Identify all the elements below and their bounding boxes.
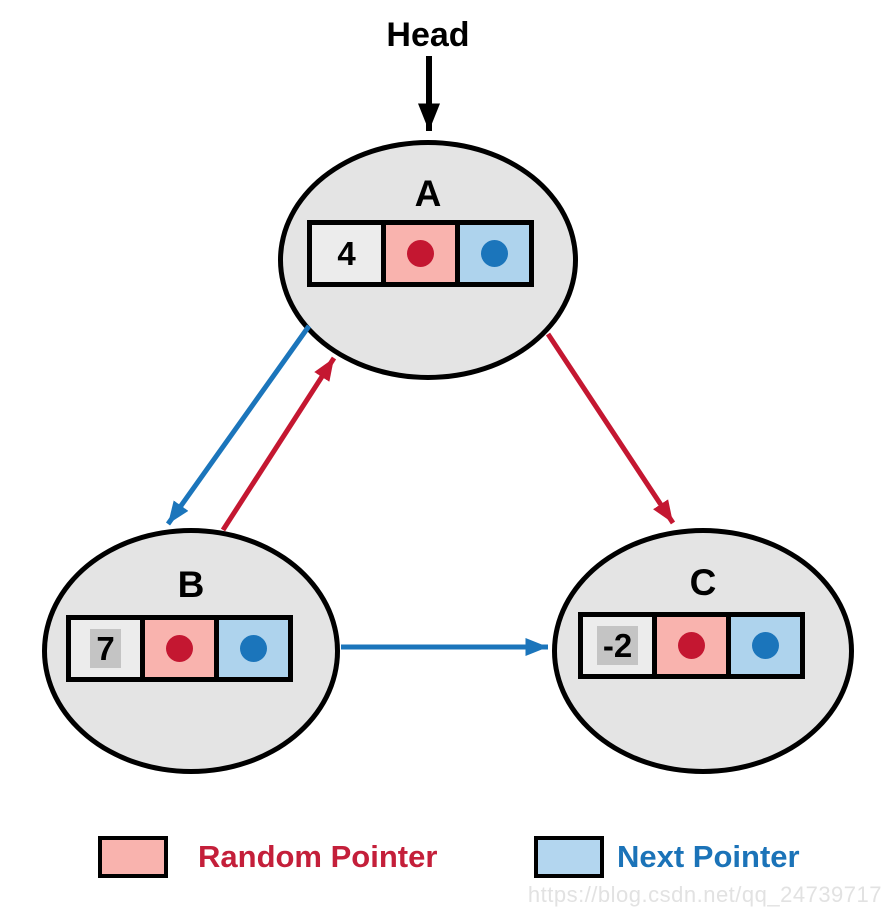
node-c-random-cell	[652, 617, 726, 674]
next-pointer-swatch	[534, 836, 604, 878]
next-pointer-dot-icon	[752, 632, 779, 659]
node-b-label: B	[177, 564, 205, 605]
random-arrow-a-to-c	[545, 332, 676, 525]
node-c-value: -2	[596, 626, 639, 665]
random-pointer-dot-icon	[678, 632, 705, 659]
node-b-value-cell: 7	[71, 620, 140, 677]
node-c: C -2	[552, 528, 854, 774]
head-label: Head	[386, 16, 470, 54]
random-arrow-b-to-a	[220, 356, 337, 532]
node-b-cells: 7	[66, 615, 293, 682]
node-a-label: A	[414, 173, 442, 214]
next-pointer-legend-label: Next Pointer	[617, 839, 800, 874]
node-a-next-cell	[455, 225, 529, 282]
next-pointer-dot-icon	[240, 635, 267, 662]
node-a-random-cell	[381, 225, 455, 282]
node-a-value: 4	[337, 234, 356, 272]
node-c-label: C	[689, 562, 717, 603]
node-b: B 7	[42, 528, 340, 774]
next-arrow-a-to-b	[165, 324, 312, 526]
next-pointer-dot-icon	[481, 240, 508, 267]
node-b-next-cell	[214, 620, 288, 677]
node-c-next-cell	[726, 617, 800, 674]
node-a: A 4	[278, 140, 578, 380]
random-pointer-dot-icon	[407, 240, 434, 267]
watermark-text: https://blog.csdn.net/qq_24739717	[527, 882, 882, 907]
node-a-cells: 4	[307, 220, 534, 287]
random-pointer-dot-icon	[166, 635, 193, 662]
node-a-value-cell: 4	[312, 225, 381, 282]
node-c-value-cell: -2	[583, 617, 652, 674]
node-c-cells: -2	[578, 612, 805, 679]
node-b-random-cell	[140, 620, 214, 677]
node-b-value: 7	[90, 629, 121, 668]
random-pointer-swatch	[98, 836, 168, 878]
random-pointer-legend-label: Random Pointer	[198, 839, 438, 874]
